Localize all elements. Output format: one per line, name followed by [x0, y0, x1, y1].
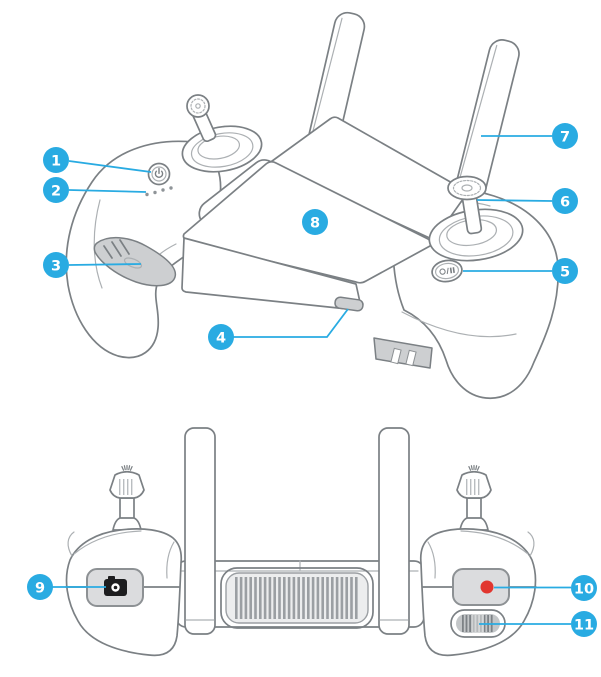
right-grip-clamp — [373, 337, 433, 369]
callout-1: 1 — [43, 147, 152, 173]
callout-2: 2 — [43, 177, 147, 203]
callout-4: 4 — [208, 308, 349, 350]
top-front-view: 1 2 3 4 5 6 7 — [43, 11, 578, 399]
callout-2-number: 2 — [51, 183, 61, 199]
callout-2-badge — [43, 177, 69, 203]
callout-11-badge — [571, 611, 597, 637]
power-button — [147, 162, 171, 186]
photo-button — [86, 568, 144, 607]
callout-9-badge — [27, 574, 53, 600]
power-icon — [154, 167, 164, 178]
right-control-stick-bottom — [456, 464, 492, 531]
flight-pause-rth-button — [431, 259, 463, 283]
callout-10-badge — [571, 575, 597, 601]
callout-3-badge — [43, 252, 69, 278]
callout-6-number: 6 — [560, 194, 570, 210]
callout-8: 8 — [302, 209, 328, 235]
callout-6: 6 — [476, 188, 578, 214]
callout-7-number: 7 — [560, 129, 570, 145]
callout-5-badge — [552, 258, 578, 284]
callout-5: 5 — [463, 258, 578, 284]
right-grip-bottom — [419, 528, 537, 657]
callout-1-number: 1 — [51, 153, 61, 169]
callout-10-number: 10 — [574, 581, 594, 597]
callout-3-number: 3 — [51, 258, 61, 274]
callout-9-number: 9 — [35, 580, 45, 596]
callout-4-number: 4 — [216, 330, 226, 346]
callout-1-badge — [43, 147, 69, 173]
record-dot-icon — [480, 580, 494, 594]
callout-8-number: 8 — [310, 215, 320, 231]
vent-grille — [220, 567, 374, 629]
rth-pause-icon — [439, 267, 455, 275]
callout-4-badge — [208, 324, 234, 350]
callout-8-badge — [302, 209, 328, 235]
body-bar — [175, 560, 425, 629]
antenna-right-bottom — [378, 427, 410, 635]
camera-icon — [104, 576, 127, 596]
battery-level-leds — [145, 186, 173, 197]
mobile-device-clamp — [93, 237, 177, 287]
callout-11-number: 11 — [574, 617, 594, 633]
bottom-view: 9 10 11 — [27, 427, 597, 657]
callout-10: 10 — [494, 575, 597, 601]
callout-9: 9 — [27, 574, 106, 600]
callout-3: 3 — [43, 252, 142, 278]
callout-11: 11 — [479, 611, 597, 637]
callout-5-number: 5 — [560, 264, 570, 280]
left-grip-bottom — [65, 528, 183, 657]
left-control-stick — [181, 94, 263, 173]
left-control-stick-bottom — [109, 464, 145, 531]
callout-7-badge — [552, 123, 578, 149]
callout-6-badge — [552, 188, 578, 214]
callout-7: 7 — [481, 123, 578, 149]
antenna-left-bottom — [184, 427, 216, 635]
right-control-stick — [428, 175, 524, 262]
